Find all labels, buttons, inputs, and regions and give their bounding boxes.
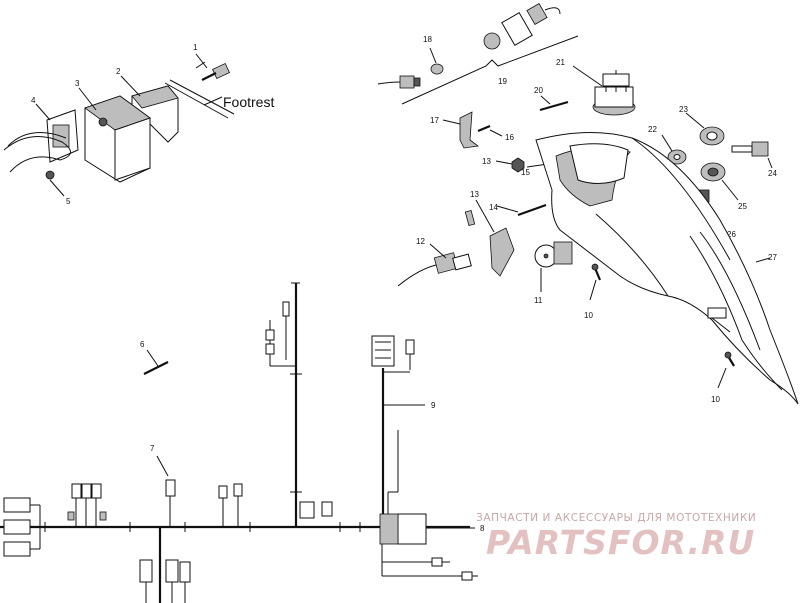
wiring-harness: 6 9 8 bbox=[0, 282, 485, 603]
washer-part bbox=[430, 63, 444, 75]
callout-27: 27 bbox=[768, 253, 777, 262]
pin-part bbox=[464, 209, 476, 227]
callout-13b: 13 bbox=[470, 190, 479, 199]
connector-group bbox=[67, 483, 107, 527]
callout-9: 9 bbox=[431, 401, 436, 410]
key-part bbox=[731, 141, 769, 157]
callout-10b: 10 bbox=[711, 395, 720, 404]
callout-10a: 10 bbox=[584, 311, 593, 320]
headlight-pod-housing bbox=[535, 132, 799, 405]
headlight-pod-assembly: 18 19 21 20 17 bbox=[377, 3, 799, 405]
watermark-tagline: ЗАПЧАСТИ И АКСЕССУАРЫ ДЛЯ МОТОТЕХНИКИ bbox=[476, 512, 756, 524]
callout-23: 23 bbox=[679, 105, 688, 114]
callout-25: 25 bbox=[738, 202, 747, 211]
callout-6: 6 bbox=[140, 340, 145, 349]
screw-part bbox=[517, 203, 547, 217]
mount-bracket bbox=[459, 111, 480, 149]
rectifier-assembly: Footrest 1 2 3 4 5 bbox=[3, 43, 274, 206]
callout-20: 20 bbox=[534, 86, 543, 95]
watermark: ЗАПЧАСТИ И АКСЕССУАРЫ ДЛЯ МОТОТЕХНИКИ PA… bbox=[476, 512, 756, 562]
footrest-label: Footrest bbox=[223, 94, 274, 110]
wire-strap bbox=[3, 136, 71, 173]
callout-1: 1 bbox=[193, 43, 198, 52]
left-connectors bbox=[3, 497, 41, 557]
callout-11: 11 bbox=[534, 296, 543, 305]
connector-part bbox=[165, 479, 176, 497]
switch-part bbox=[377, 75, 421, 89]
callout-5: 5 bbox=[66, 197, 71, 206]
footrest-bar bbox=[164, 79, 235, 119]
callout-13a: 13 bbox=[482, 157, 491, 166]
callout-14: 14 bbox=[489, 203, 498, 212]
screw-part bbox=[45, 170, 55, 180]
callout-2: 2 bbox=[116, 67, 121, 76]
group-bracket bbox=[401, 35, 579, 105]
callout-3: 3 bbox=[75, 79, 80, 88]
lever-part bbox=[489, 227, 515, 277]
screw-part bbox=[724, 351, 735, 367]
rod-part bbox=[539, 100, 569, 112]
ignition-part bbox=[534, 241, 573, 268]
grommet-part bbox=[483, 3, 561, 50]
leader-line bbox=[195, 53, 208, 69]
connector-group bbox=[139, 559, 191, 603]
callout-24: 24 bbox=[768, 169, 777, 178]
bolt-part bbox=[195, 61, 230, 81]
callout-26: 26 bbox=[727, 230, 736, 239]
callout-19: 19 bbox=[498, 77, 507, 86]
bulb-socket bbox=[592, 70, 636, 116]
handlebar-switch bbox=[397, 252, 472, 287]
watermark-brand: PARTSFOR.RU bbox=[486, 523, 755, 562]
callout-22: 22 bbox=[648, 125, 657, 134]
callout-12: 12 bbox=[416, 237, 425, 246]
screw-part bbox=[477, 124, 491, 133]
main-connector bbox=[397, 513, 427, 545]
nut-part bbox=[511, 157, 525, 173]
callout-4: 4 bbox=[31, 96, 36, 105]
callout-21: 21 bbox=[556, 58, 565, 67]
callout-18: 18 bbox=[423, 35, 432, 44]
callout-15: 15 bbox=[521, 168, 530, 177]
cable-tie bbox=[143, 361, 169, 375]
callout-8: 8 bbox=[480, 524, 485, 533]
callout-7: 7 bbox=[150, 444, 155, 453]
callout-16: 16 bbox=[505, 133, 514, 142]
screw-part bbox=[591, 263, 602, 281]
callout-17: 17 bbox=[430, 116, 439, 125]
mount-tab bbox=[707, 307, 727, 319]
